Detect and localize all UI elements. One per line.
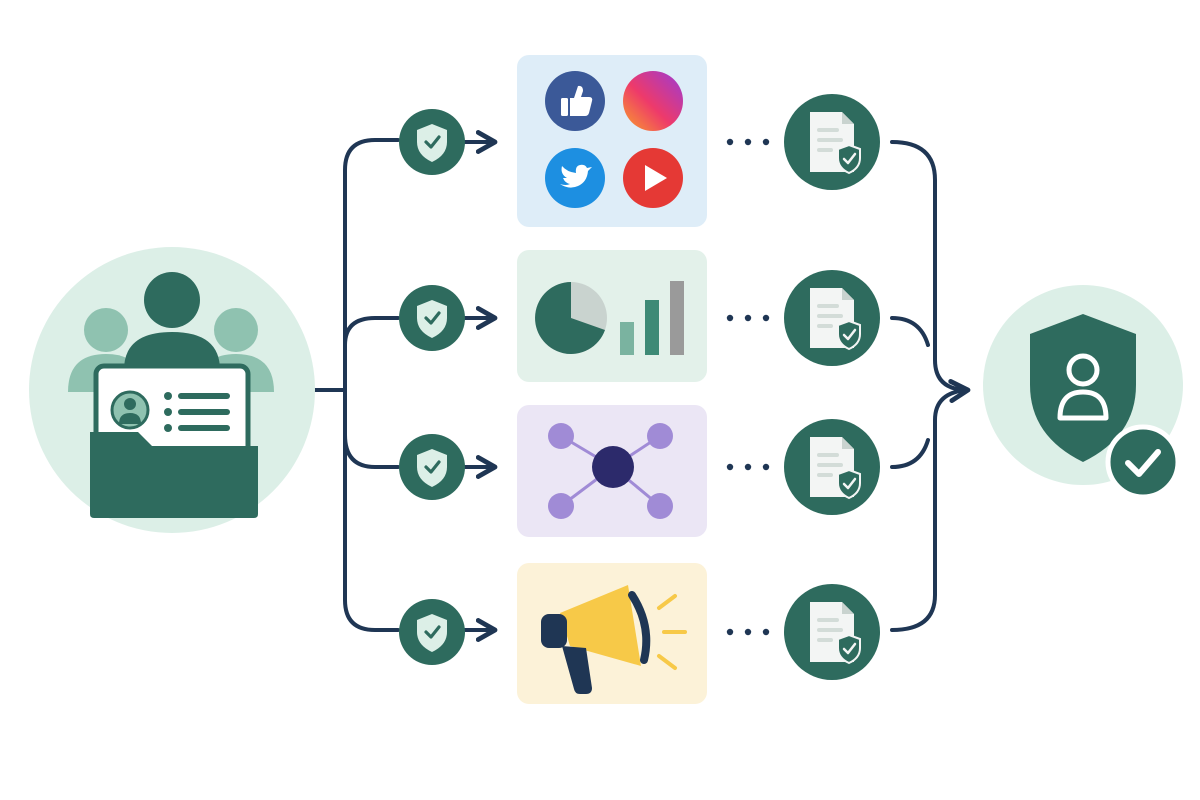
document-shield-icon [784, 419, 880, 515]
marketing-panel [517, 563, 707, 704]
instagram-icon [623, 71, 683, 131]
merge-from-flow-4 [890, 379, 971, 632]
verified-check-badge [1105, 424, 1181, 500]
document-shield-icon [784, 584, 880, 680]
consent-checks [399, 109, 465, 665]
social-media-panel [517, 55, 707, 227]
shield-check-icon [399, 285, 465, 351]
document-shield-icon [784, 270, 880, 366]
dots-flow-1 [726, 138, 770, 146]
merge-from-flow-2 [890, 316, 930, 347]
dotted-connectors [726, 138, 770, 636]
merge-from-flow-1 [890, 140, 970, 392]
document-shield-icon [784, 94, 880, 190]
facebook-like-icon [545, 71, 605, 131]
connector-lines [311, 130, 971, 642]
shield-check-icon [399, 109, 465, 175]
shield-check-icon [399, 599, 465, 665]
dots-flow-2 [726, 314, 770, 322]
branch-spine-lower [343, 388, 400, 632]
twitter-icon [545, 148, 605, 208]
youtube-play-icon [623, 148, 683, 208]
shield-check-icon [399, 434, 465, 500]
user-data-folder-icon [29, 247, 315, 533]
compliance-records [784, 94, 880, 680]
branch-to-flow-3 [343, 433, 400, 469]
protected-user-shield-icon [983, 285, 1183, 500]
analytics-chart-icon [535, 281, 684, 355]
network-panel [517, 405, 707, 537]
dots-flow-3 [726, 463, 770, 471]
branch-to-flow-2 [343, 316, 400, 347]
megaphone-icon [541, 585, 687, 694]
dots-flow-4 [726, 628, 770, 636]
merge-from-flow-3 [890, 438, 930, 469]
analytics-panel [517, 250, 707, 382]
branch-spine [343, 138, 400, 392]
network-graph-icon [548, 423, 673, 519]
